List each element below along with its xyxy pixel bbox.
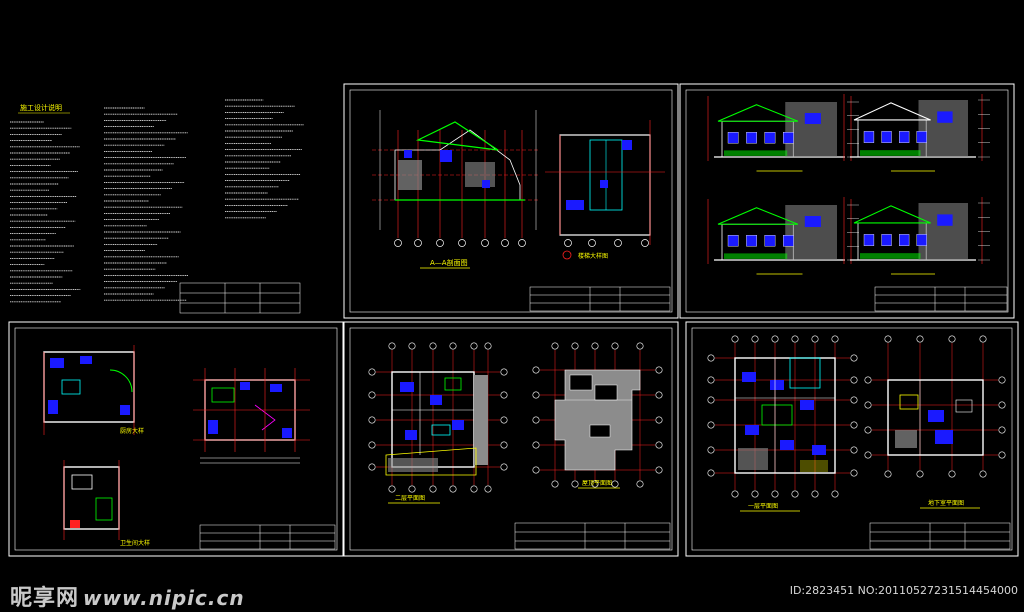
stair-title: 楼梯大样图 [578, 252, 608, 260]
notes-title: 施工设计说明 [20, 103, 62, 112]
elevations-title-block [874, 286, 1008, 312]
roof-plan-title: 屋顶平面图 [582, 480, 612, 487]
second-floor-plan: 二层平面图 [368, 342, 508, 504]
first-floor-plan: 一层平面图 [707, 335, 858, 512]
design-notes-sheet: 施工设计说明 [10, 99, 305, 314]
bathroom-detail-drawing [193, 368, 310, 464]
elevations-sheet [679, 83, 1015, 319]
roof-plan: 屋顶平面图 [532, 342, 663, 489]
image-id-watermark: ID:2823451 NO:20110527231514454000 [789, 584, 1018, 597]
notes-table [179, 282, 301, 314]
basement-plan: 地下室平面图 [864, 335, 1006, 509]
kitchen-detail-drawing: 厨房大样 [43, 345, 144, 435]
kitchen-title: 厨房大样 [120, 427, 144, 435]
details-title-block [199, 524, 336, 550]
bathroom-title: 卫生间大样 [120, 539, 150, 547]
floor1-sheet: 一层平面图 地下室平面图 [685, 321, 1019, 557]
site-url: www.nipic.cn [83, 586, 245, 610]
second-floor-title: 二层平面图 [395, 495, 425, 502]
basement-title: 地下室平面图 [928, 499, 964, 507]
section-title-block [529, 286, 671, 312]
stair-detail-drawing: 楼梯大样图 [545, 120, 665, 260]
floor2-title-block [514, 522, 671, 550]
section-sheet: A—A剖面图 楼梯大样图 [343, 83, 679, 319]
second-bathroom-detail-drawing: 卫生间大样 [63, 460, 150, 547]
notes-column-1 [10, 121, 81, 303]
site-name: 昵享网 [10, 586, 80, 611]
floor2-sheet: 二层平面图 屋顶平面图 [343, 321, 679, 557]
notes-column-2 [104, 107, 189, 301]
notes-column-3 [225, 99, 305, 219]
details-sheet: 厨房大样 卫生间大样 [8, 321, 344, 557]
section-title: A—A剖面图 [430, 258, 468, 267]
first-floor-title: 一层平面图 [748, 503, 778, 510]
section-a-a-drawing: A—A剖面图 [372, 110, 540, 269]
floor1-title-block [869, 522, 1011, 550]
